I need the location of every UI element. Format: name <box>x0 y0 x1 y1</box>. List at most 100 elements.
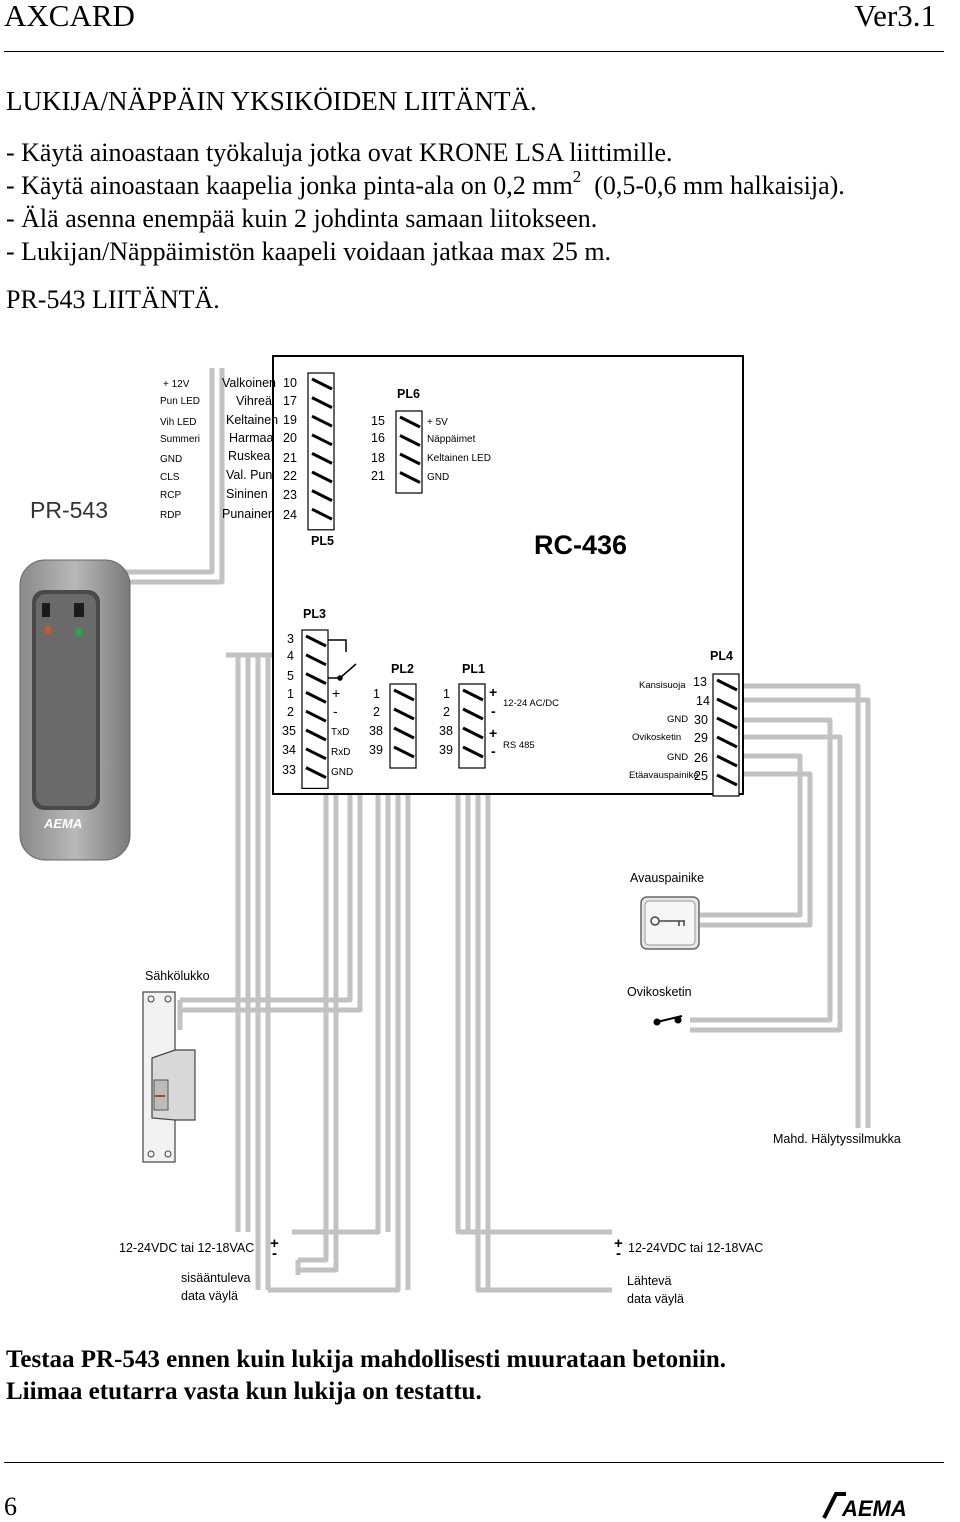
pl3-signal: - <box>333 703 338 719</box>
terminal-contact <box>305 766 327 779</box>
pl6-signal: Näppäimet <box>427 434 476 445</box>
reader-cable-b <box>115 368 225 585</box>
terminal-contact <box>311 507 333 521</box>
pr543-signal: RDP <box>160 510 181 521</box>
pl1-sign: + <box>489 684 497 700</box>
pl5-pin: 21 <box>283 451 297 465</box>
bullet-2-superscript: 2 <box>572 167 582 186</box>
terminal-contact <box>399 415 421 429</box>
section-title: PR-543 LIITÄNTÄ. <box>6 285 220 314</box>
wire-color: Sininen <box>226 487 268 501</box>
pl1-terminal <box>458 683 486 769</box>
rc436-board <box>272 355 744 795</box>
pl1-pin: 39 <box>439 743 453 757</box>
pl6-label: PL6 <box>397 387 420 401</box>
pl1-pin: 38 <box>439 724 453 738</box>
pl1-wire-1 <box>455 760 612 1235</box>
pl4-label: PL4 <box>710 649 733 663</box>
lock-feed-1 <box>180 760 353 1003</box>
pl3-pin: 33 <box>282 763 296 777</box>
pr543-signal: GND <box>160 454 182 465</box>
left-power-label: 12-24VDC tai 12-18VAC <box>119 1241 254 1255</box>
doc-header-title: AXCARD <box>4 0 135 33</box>
right-data-label-2: data väylä <box>627 1292 684 1306</box>
pl3-pin: 5 <box>287 669 294 683</box>
pl1-pin: 2 <box>443 705 450 719</box>
pl4-wire-4 <box>690 734 843 1033</box>
page-number: 6 <box>4 1492 17 1521</box>
right-power-label: 12-24VDC tai 12-18VAC <box>628 1241 763 1255</box>
right-minus-sign: - <box>616 1245 621 1262</box>
terminal-contact <box>399 452 421 466</box>
terminal-body <box>712 673 740 797</box>
terminal-contact <box>393 688 415 702</box>
pl2-pin: 2 <box>373 705 380 719</box>
pl2-pin: 1 <box>373 687 380 701</box>
terminal-body <box>301 629 329 789</box>
pl3-pin: 1 <box>287 687 294 701</box>
terminal-contact <box>311 377 333 391</box>
footer-divider <box>4 1462 944 1463</box>
pl4-signal: GND <box>667 714 688 725</box>
terminal-contact <box>305 634 327 648</box>
pl4-wire-2 <box>740 697 871 1128</box>
pl5-pin: 24 <box>283 508 297 522</box>
pl2-wire-3 <box>268 760 401 1293</box>
pr543-signal: Pun LED <box>160 396 200 407</box>
pl4-pin: 13 <box>693 675 707 689</box>
terminal-contact <box>716 716 738 730</box>
left-minus-sign: - <box>272 1245 277 1262</box>
pr543-reader: AEMA <box>19 559 131 861</box>
pl1-pin: 1 <box>443 687 450 701</box>
terminal-contact <box>716 773 738 787</box>
wire-color: Vihreä <box>236 394 272 408</box>
wire-color: Keltainen <box>226 413 278 427</box>
pl2-label: PL2 <box>391 662 414 676</box>
terminal-contact <box>311 433 333 447</box>
bullet-1: - Käytä ainoastaan työkaluja jotka ovat … <box>6 138 673 167</box>
pl6-pin: 21 <box>371 469 385 483</box>
pl4-signal: GND <box>667 752 688 763</box>
pl6-terminal <box>395 410 423 494</box>
wire-color: Val. Pun <box>226 468 272 482</box>
terminal-contact <box>462 745 484 759</box>
exit-button-label: Avauspainike <box>630 871 704 885</box>
reader-red-led-icon <box>44 626 52 634</box>
bullet-2-tail: (0,5-0,6 mm halkaisija). <box>594 171 845 200</box>
pl1-sign: + <box>489 725 497 741</box>
pl3-terminal <box>301 629 329 789</box>
pl1-rs485-label: RS 485 <box>503 740 535 751</box>
pl6-pin-numbers: 15 16 18 21 <box>371 414 385 483</box>
relay-switch-icon <box>325 639 357 681</box>
terminal-contact <box>462 688 484 702</box>
pl3-pin: 4 <box>287 649 294 663</box>
board-label: RC-436 <box>534 530 627 560</box>
pr543-signal: RCP <box>160 490 181 501</box>
pl4-pin: 14 <box>696 694 710 708</box>
pl3-pin: 2 <box>287 705 294 719</box>
bullet-2: - Käytä ainoastaan kaapelia jonka pinta-… <box>6 168 845 200</box>
pl4-pin: 30 <box>694 713 708 727</box>
pr543-signal: Summeri <box>160 434 200 445</box>
pl5-pin: 10 <box>283 376 297 390</box>
pl4-pin-numbers: 13 14 30 29 26 25 <box>693 675 710 783</box>
reader-cable-a <box>115 368 215 575</box>
pl3-pin: 34 <box>282 743 296 757</box>
pl5-pin: 22 <box>283 469 297 483</box>
pl4-wire-1 <box>740 683 861 1128</box>
pl6-signals: + 5V Näppäimet Keltainen LED GND <box>427 417 491 483</box>
pl3-pin-numbers: 3 4 5 1 2 35 34 33 <box>282 632 296 777</box>
pl4-signals: Kansisuoja GND Ovikosketin GND Etäavausp… <box>629 680 699 781</box>
terminal-body <box>389 683 417 769</box>
pl6-pin: 15 <box>371 414 385 428</box>
wire-color: Ruskea <box>228 449 270 463</box>
left-data-label-2: data väylä <box>181 1289 238 1303</box>
lock-feed-2 <box>180 760 363 1013</box>
doc-version: Ver3.1 <box>854 0 936 33</box>
terminal-contact <box>716 754 738 768</box>
reader-label: PR-543 <box>30 497 108 523</box>
footer-note-2: Liimaa etutarra vasta kun lukija on test… <box>6 1378 482 1405</box>
terminal-body <box>307 372 335 531</box>
pl5-pin: 20 <box>283 431 297 445</box>
